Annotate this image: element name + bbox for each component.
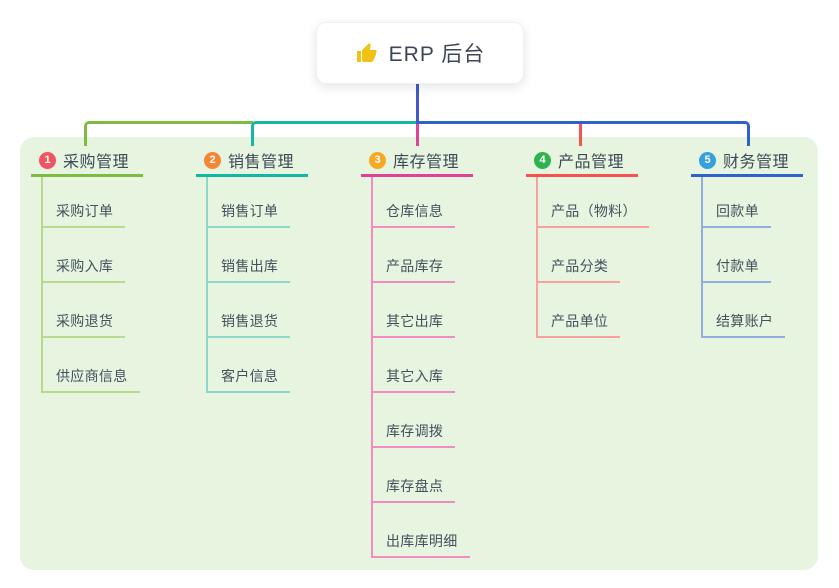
child-label: 采购订单 bbox=[56, 203, 114, 219]
child-label: 采购退货 bbox=[56, 313, 114, 329]
branch-label: 产品管理 bbox=[558, 154, 625, 171]
child-node[interactable]: 其它出库 bbox=[371, 312, 456, 338]
branch-children: 回款单 付款单 结算账户 bbox=[701, 202, 803, 338]
child-node[interactable]: 供应商信息 bbox=[41, 367, 140, 393]
child-node[interactable]: 采购订单 bbox=[41, 202, 126, 228]
branch-1-connector-line bbox=[84, 121, 253, 146]
child-node[interactable]: 客户信息 bbox=[206, 367, 291, 393]
branch: 5 财务管理 回款单 付款单 结算账户 bbox=[691, 146, 803, 338]
child-node[interactable]: 库存盘点 bbox=[371, 477, 456, 503]
child-node[interactable]: 出库库明细 bbox=[371, 532, 470, 558]
child-node[interactable]: 采购退货 bbox=[41, 312, 126, 338]
branch-title-node[interactable]: 3 库存管理 bbox=[361, 146, 473, 177]
child-node[interactable]: 销售订单 bbox=[206, 202, 291, 228]
branch-trunk-line bbox=[41, 177, 43, 393]
child-label: 供应商信息 bbox=[56, 368, 128, 384]
child-node[interactable]: 回款单 bbox=[701, 202, 771, 228]
branch-trunk-line bbox=[371, 177, 373, 558]
branches-panel bbox=[20, 137, 818, 570]
child-label: 其它入库 bbox=[386, 368, 444, 384]
branch-title-node[interactable]: 1 采购管理 bbox=[31, 146, 143, 177]
child-label: 产品单位 bbox=[551, 313, 609, 329]
branch-3-connector-line bbox=[416, 124, 419, 146]
thumbs-up-icon bbox=[356, 43, 377, 62]
root-connector-line bbox=[416, 82, 419, 124]
branch-number-badge: 1 bbox=[39, 151, 56, 169]
root-node-label: ERP 后台 bbox=[388, 43, 486, 66]
child-label: 库存调拨 bbox=[386, 423, 444, 439]
branch-title-node[interactable]: 5 财务管理 bbox=[691, 146, 803, 177]
child-label: 结算账户 bbox=[716, 313, 774, 329]
child-label: 仓库信息 bbox=[386, 203, 444, 219]
child-label: 产品分类 bbox=[551, 258, 609, 274]
child-node[interactable]: 付款单 bbox=[701, 257, 771, 283]
child-node[interactable]: 产品（物料） bbox=[536, 202, 649, 228]
branch-label: 采购管理 bbox=[63, 154, 130, 171]
branch-label: 财务管理 bbox=[723, 154, 790, 171]
branch-number-badge: 5 bbox=[699, 151, 716, 169]
branch-children: 销售订单 销售出库 销售退货 客户信息 bbox=[206, 202, 308, 393]
branch-4-connector-line bbox=[579, 124, 582, 146]
branch-number-badge: 3 bbox=[369, 151, 386, 169]
child-node[interactable]: 销售出库 bbox=[206, 257, 291, 283]
child-label: 库存盘点 bbox=[386, 478, 444, 494]
branch-number-badge: 2 bbox=[204, 151, 221, 169]
branch-children: 仓库信息 产品库存 其它出库 其它入库 库存调拨 库存盘点 出库库明细 bbox=[371, 202, 473, 558]
child-node[interactable]: 产品分类 bbox=[536, 257, 621, 283]
branch-title-node[interactable]: 2 销售管理 bbox=[196, 146, 308, 177]
child-label: 产品（物料） bbox=[551, 203, 637, 219]
child-label: 采购入库 bbox=[56, 258, 114, 274]
child-node[interactable]: 其它入库 bbox=[371, 367, 456, 393]
branch: 2 销售管理 销售订单 销售出库 销售退货 客户信息 bbox=[196, 146, 308, 393]
child-node[interactable]: 产品库存 bbox=[371, 257, 456, 283]
branch-label: 库存管理 bbox=[393, 154, 460, 171]
child-label: 其它出库 bbox=[386, 313, 444, 329]
branch-trunk-line bbox=[206, 177, 208, 393]
root-node[interactable]: ERP 后台 bbox=[316, 22, 524, 84]
child-label: 销售出库 bbox=[221, 258, 279, 274]
branch-number-badge: 4 bbox=[534, 151, 551, 169]
branch-5-connector-line bbox=[417, 121, 750, 146]
branch: 4 产品管理 产品（物料） 产品分类 产品单位 bbox=[526, 146, 649, 338]
branch-trunk-line bbox=[536, 177, 538, 338]
child-label: 付款单 bbox=[716, 258, 759, 274]
branch: 1 采购管理 采购订单 采购入库 采购退货 供应商信息 bbox=[31, 146, 143, 393]
child-label: 回款单 bbox=[716, 203, 759, 219]
branch-label: 销售管理 bbox=[228, 154, 295, 171]
child-label: 出库库明细 bbox=[386, 533, 458, 549]
child-label: 产品库存 bbox=[386, 258, 444, 274]
branch-trunk-line bbox=[701, 177, 703, 338]
branch-children: 产品（物料） 产品分类 产品单位 bbox=[536, 202, 649, 338]
branch-2-connector-line bbox=[251, 121, 418, 146]
child-label: 销售退货 bbox=[221, 313, 279, 329]
branch-children: 采购订单 采购入库 采购退货 供应商信息 bbox=[41, 202, 143, 393]
child-node[interactable]: 采购入库 bbox=[41, 257, 126, 283]
branch-title-node[interactable]: 4 产品管理 bbox=[526, 146, 638, 177]
child-node[interactable]: 结算账户 bbox=[701, 312, 786, 338]
child-label: 销售订单 bbox=[221, 203, 279, 219]
child-label: 客户信息 bbox=[221, 368, 279, 384]
child-node[interactable]: 仓库信息 bbox=[371, 202, 456, 228]
child-node[interactable]: 产品单位 bbox=[536, 312, 621, 338]
child-node[interactable]: 销售退货 bbox=[206, 312, 291, 338]
child-node[interactable]: 库存调拨 bbox=[371, 422, 456, 448]
branch: 3 库存管理 仓库信息 产品库存 其它出库 其它入库 库存调拨 库存盘点 出库库… bbox=[361, 146, 473, 558]
